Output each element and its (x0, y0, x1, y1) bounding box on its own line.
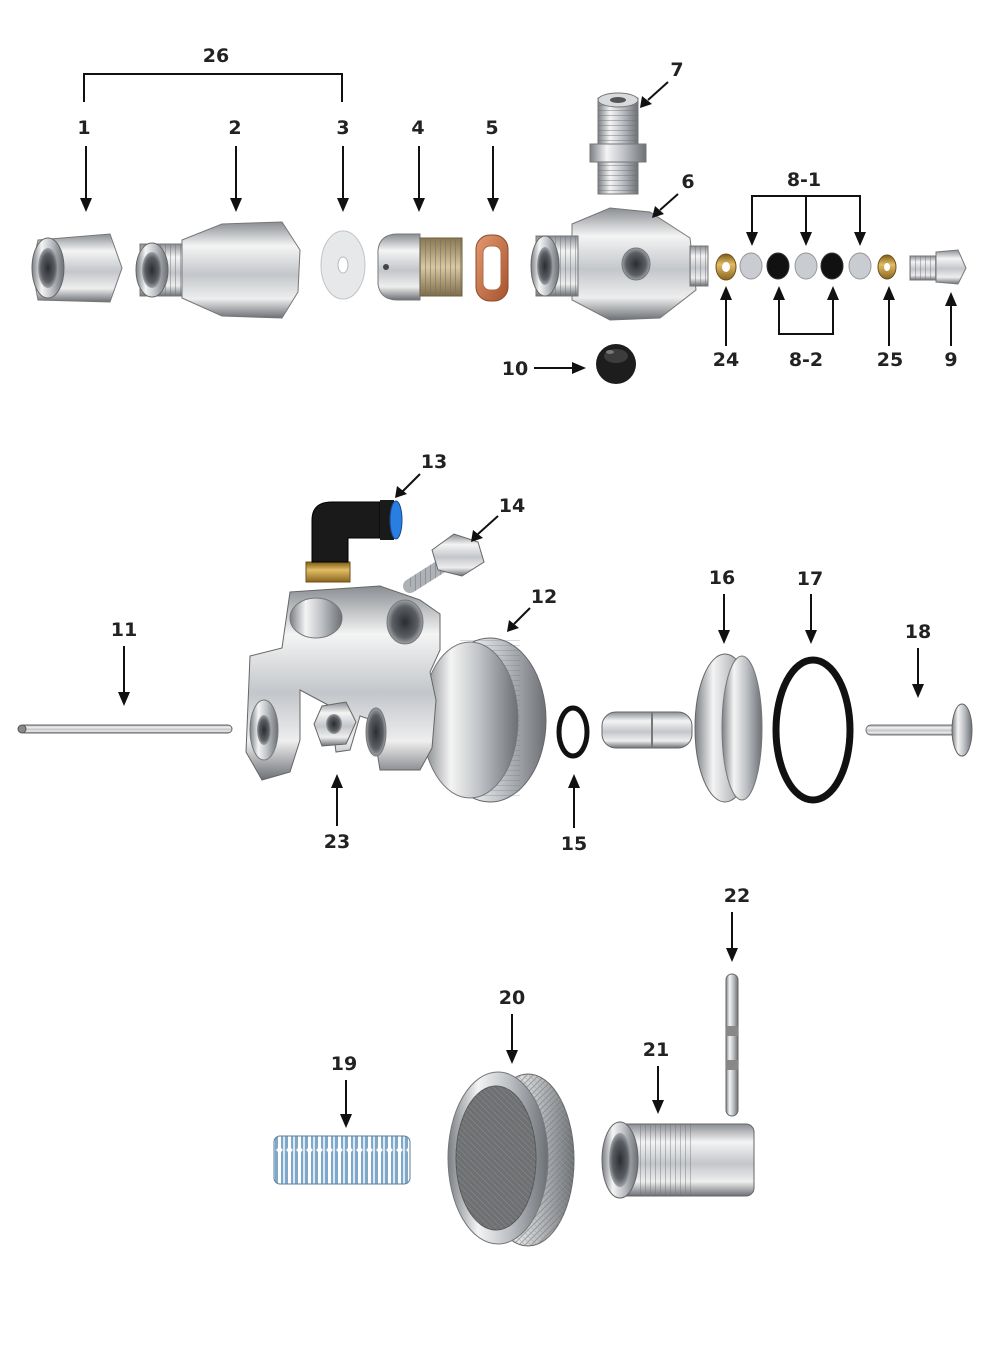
part-25-brass-ring (877, 254, 897, 280)
part-3-white-washer (320, 230, 366, 300)
part-23-hex-nut (313, 701, 357, 747)
label-18: 18 (905, 621, 931, 643)
arrow-19 (340, 1080, 352, 1128)
part-1-cap-nut (31, 233, 123, 303)
label-2: 2 (228, 117, 241, 139)
bracket-8-2 (778, 296, 834, 335)
bracket-8-2-arrowheads (773, 286, 839, 300)
arrow-1 (80, 146, 92, 212)
part-6-tee-body (530, 207, 709, 321)
part-17-large-o-ring (772, 656, 854, 804)
arrow-21 (652, 1066, 664, 1114)
part-13-elbow-fitting (305, 500, 403, 583)
label-1: 1 (77, 117, 90, 139)
arrow-18 (912, 648, 924, 698)
label-22: 22 (724, 885, 750, 907)
arrow-3 (337, 146, 349, 212)
label-25: 25 (877, 349, 903, 371)
label-19: 19 (331, 1053, 357, 1075)
arrow-11 (118, 646, 130, 706)
part-5-copper-washer (475, 234, 509, 302)
label-4: 4 (411, 117, 424, 139)
arrow-14 (471, 515, 499, 542)
arrow-17 (805, 594, 817, 644)
arrow-15 (568, 774, 580, 828)
arrow-12 (507, 607, 531, 632)
arrow-7 (640, 81, 669, 108)
label-26: 26 (203, 45, 229, 67)
part-24-brass-washer (715, 253, 737, 281)
arrow-2 (230, 146, 242, 212)
part-7-nipple-fitting (589, 92, 647, 195)
label-9: 9 (944, 349, 957, 371)
arrow-13 (395, 473, 421, 498)
label-15: 15 (561, 833, 587, 855)
arrow-10 (534, 362, 586, 374)
part-12-main-body (245, 585, 547, 803)
part-9-end-fitting (909, 249, 967, 285)
part-2-nozzle-body (135, 221, 301, 319)
arrow-5 (487, 146, 499, 212)
arrow-20 (506, 1014, 518, 1064)
part-10-black-cap (596, 344, 636, 384)
label-10: 10 (502, 358, 528, 380)
label-20: 20 (499, 987, 525, 1009)
part-21-threaded-sleeve (601, 1121, 755, 1199)
arrow-16 (718, 594, 730, 644)
part-14-bolt (403, 533, 485, 593)
label-17: 17 (797, 568, 823, 590)
arrow-24 (720, 286, 732, 346)
label-3: 3 (336, 117, 349, 139)
arrow-6 (652, 193, 679, 218)
label-12: 12 (531, 586, 557, 608)
label-8-1: 8-1 (787, 169, 821, 191)
arrow-22 (726, 912, 738, 962)
arrow-9 (945, 292, 957, 346)
label-11: 11 (111, 619, 137, 641)
part-16-piston (601, 653, 763, 803)
part-20-knurled-cap (447, 1071, 575, 1247)
label-7: 7 (670, 59, 683, 81)
part-18-valve-pin (865, 703, 973, 757)
label-5: 5 (485, 117, 498, 139)
label-16: 16 (709, 567, 735, 589)
label-23: 23 (324, 831, 350, 853)
part-8-seal-stack (739, 252, 872, 280)
label-21: 21 (643, 1039, 669, 1061)
label-24: 24 (713, 349, 739, 371)
part-4-threaded-plug (377, 233, 463, 301)
arrow-4 (413, 146, 425, 212)
part-11-pin-rod (17, 724, 233, 734)
label-8-2: 8-2 (789, 349, 823, 371)
arrow-23 (331, 774, 343, 826)
bracket-26 (83, 73, 343, 102)
label-6: 6 (681, 171, 694, 193)
label-14: 14 (499, 495, 525, 517)
part-22-small-pin (725, 973, 739, 1117)
label-13: 13 (421, 451, 447, 473)
part-15-small-o-ring (556, 705, 590, 759)
part-19-spring (273, 1135, 411, 1185)
bracket-8-1-arrowheads (746, 232, 866, 246)
arrow-25 (883, 286, 895, 346)
